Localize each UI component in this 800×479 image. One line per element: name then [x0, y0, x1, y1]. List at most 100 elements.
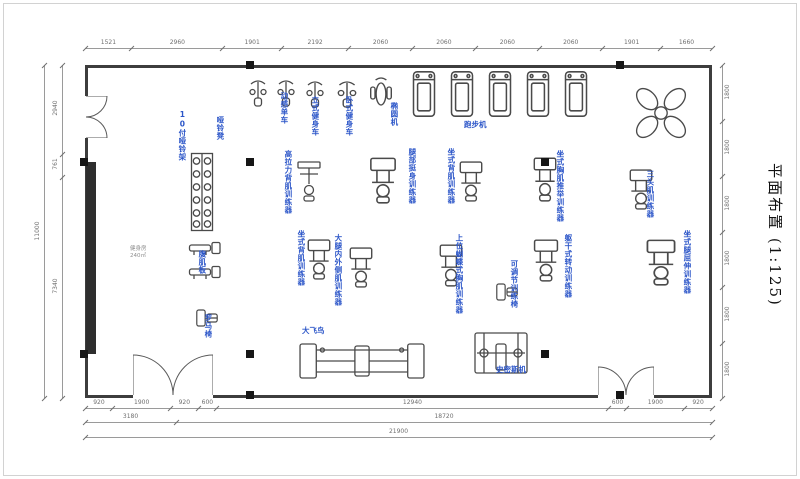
seated-back-trainer-2-icon: [304, 238, 334, 280]
dimension-value: 920: [178, 399, 191, 406]
dimension-value: 920: [692, 399, 704, 406]
dimension-tick: [59, 395, 65, 402]
column: [246, 391, 254, 399]
column: [246, 158, 254, 166]
equipment-label: 上位蝴蝶式胸肌训练器: [454, 234, 464, 314]
multi-station-icon: [628, 80, 694, 146]
dimension-line: [85, 48, 712, 49]
entrance-door-left: [86, 96, 108, 138]
dimension-tick: [41, 395, 47, 402]
equipment-label: 腹肌板: [197, 250, 207, 274]
equipment-label: 哑铃凳: [215, 116, 225, 140]
dimension-value: 1660: [678, 39, 695, 46]
dimension-tick: [709, 45, 715, 52]
equipment-label: 坐式腿屈伸训练器: [682, 230, 692, 294]
equipment-label: 动感单车: [279, 92, 289, 124]
dimension-value: 1800: [724, 306, 731, 322]
dimension-value: 1800: [724, 84, 731, 100]
leg-extension-trainer-icon: [642, 238, 680, 286]
cable-crossover-icon: [298, 336, 426, 386]
dimension-value: 1800: [724, 195, 731, 211]
dimension-tick: [709, 419, 715, 426]
dimension-line: [44, 65, 45, 398]
dimension-value: 1900: [647, 399, 663, 406]
feature-wall: [86, 162, 96, 354]
door-opening-bottom-left: [133, 394, 213, 400]
treadmill-1-icon: [410, 70, 438, 118]
equipment-label: 跑步机: [464, 120, 487, 129]
equipment-label: 坐式背肌训练器: [296, 230, 306, 286]
dimension-value: 920: [93, 399, 105, 406]
dimension-tick: [709, 405, 715, 412]
spin-bike-1-icon: [246, 78, 270, 108]
dimension-value: 1900: [134, 399, 150, 406]
dimension-tick: [719, 395, 725, 402]
equipment-label: 坐式胸肌推举训练器: [555, 150, 565, 222]
dimension-value: 18720: [434, 413, 454, 420]
dimension-value: 11000: [34, 220, 41, 241]
column: [80, 158, 88, 166]
dimension-value: 2192: [307, 39, 323, 46]
equipment-label: 坐式背肌训练器: [446, 148, 456, 204]
dimension-value: 2060: [372, 39, 389, 46]
dimension-value: 1800: [724, 250, 731, 266]
dimension-value: 2940: [52, 100, 59, 116]
equipment-label: 大腿内外侧肌训练器: [333, 234, 343, 306]
column: [246, 350, 254, 358]
equipment-label: 卧式健身车: [344, 96, 354, 136]
column: [616, 391, 624, 399]
equipment-label: 椭圆机: [389, 102, 399, 126]
dimension-value: 21900: [388, 428, 409, 435]
equipment-label: 三头肌训练器: [645, 170, 655, 218]
torso-rotation-trainer-icon: [530, 238, 562, 282]
entrance-door-bottom-right: [598, 365, 654, 395]
column: [541, 158, 549, 166]
dimension-value: 12940: [402, 399, 422, 406]
equipment-label: 可调节训练椅: [509, 260, 519, 308]
equipment-label: 腿部挺身训练器: [407, 148, 417, 204]
plan-walls: [85, 65, 712, 398]
dimension-value: 7340: [52, 278, 59, 294]
column: [616, 61, 624, 69]
treadmill-4-icon: [524, 70, 552, 118]
treadmill-2-icon: [448, 70, 476, 118]
column: [246, 61, 254, 69]
dimension-value: 2060: [436, 39, 452, 46]
room-note-line1: 健身房: [130, 246, 147, 252]
room-note-line2: 240㎡: [130, 252, 146, 259]
dimension-value: 1901: [624, 39, 640, 46]
equipment-label: 史密斯机: [496, 365, 526, 374]
treadmill-3-icon: [486, 70, 514, 118]
equipment-label: 大飞鸟: [302, 326, 325, 335]
dimension-value: 1800: [724, 361, 731, 377]
dimension-value: 2060: [563, 39, 579, 46]
equipment-label: 立式健身车: [310, 96, 320, 136]
dimension-line: [62, 65, 63, 398]
lat-pulldown-icon: [296, 160, 322, 202]
dimension-value: 2060: [499, 39, 515, 46]
leg-press-icon: [366, 156, 400, 204]
dimension-line: [85, 408, 712, 409]
dimension-tick: [709, 434, 715, 441]
column: [541, 350, 549, 358]
dimension-value: 3180: [122, 413, 139, 420]
dumbbell-rack-icon: [190, 152, 214, 232]
dimension-value: 600: [201, 399, 214, 406]
dimension-value: 1521: [100, 39, 117, 46]
room-note: 健身房 240㎡: [130, 246, 147, 260]
equipment-label: 高拉力背肌训练器: [283, 150, 293, 214]
dimension-line: [85, 437, 712, 438]
dimension-value: 600: [611, 399, 624, 406]
equipment-label: 罗马椅: [203, 314, 213, 338]
seated-back-trainer-icon: [456, 160, 486, 202]
column: [80, 350, 88, 358]
equipment-label: 10付哑铃架: [177, 110, 187, 161]
dimension-value: 1901: [244, 39, 260, 46]
dimension-line: [85, 422, 712, 423]
dimension-value: 2960: [169, 39, 185, 46]
door-opening-bottom-right: [598, 394, 654, 400]
entrance-door-bottom-left: [133, 353, 213, 395]
dimension-value: 761: [52, 158, 59, 170]
